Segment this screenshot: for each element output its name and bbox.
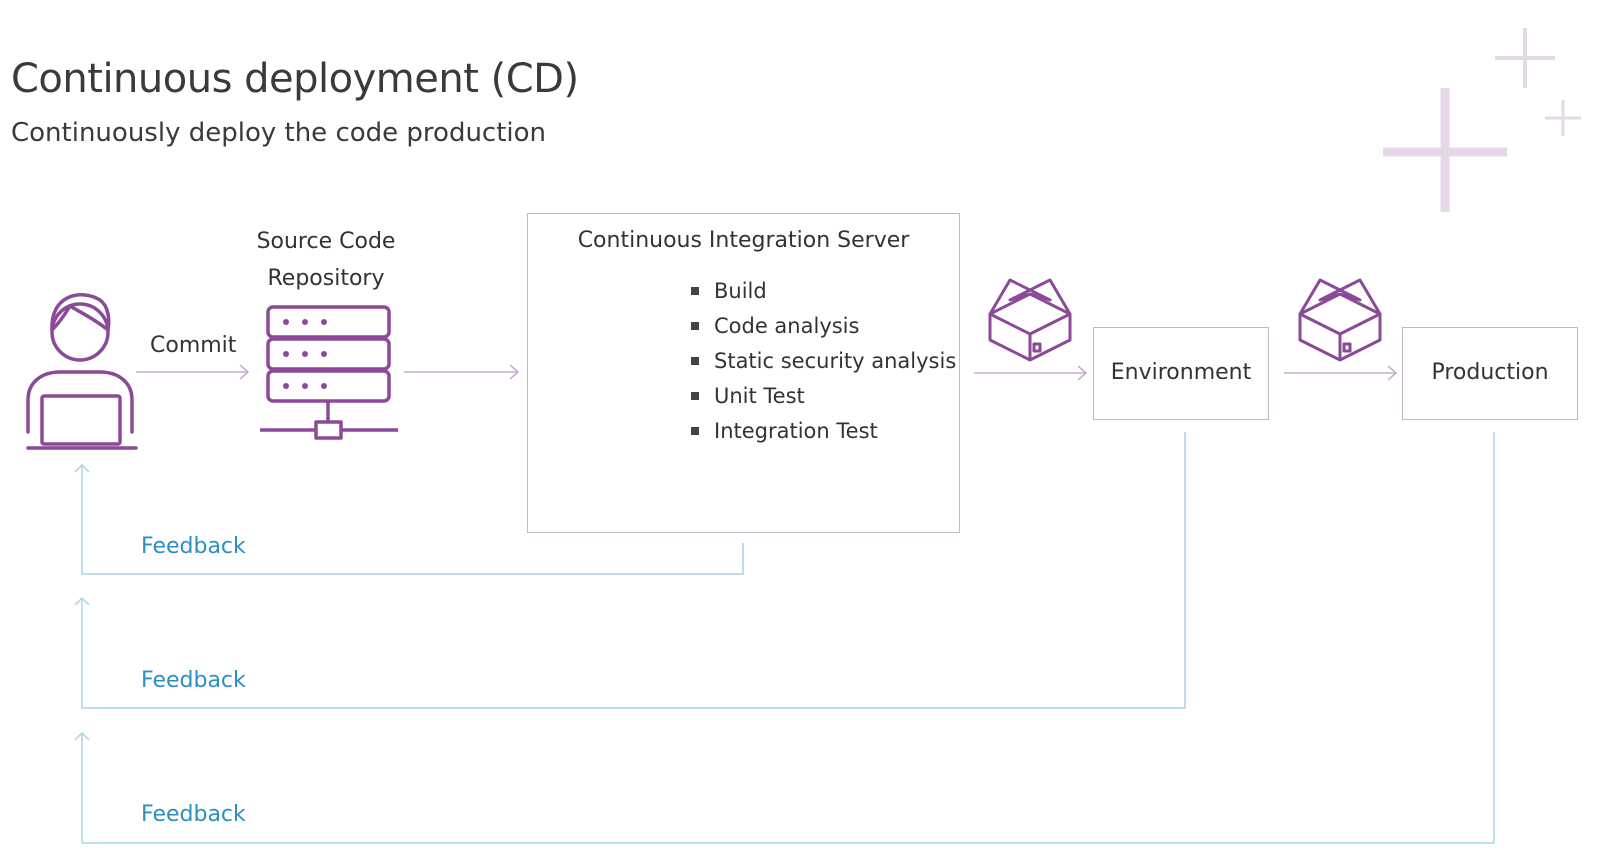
production-box: Production xyxy=(1402,327,1578,420)
bullet-icon xyxy=(691,287,699,295)
page-title: Continuous deployment (CD) xyxy=(11,56,579,102)
server-stack-icon xyxy=(260,305,398,440)
repository-label-line1: Source Code xyxy=(256,229,396,254)
package-box-icon xyxy=(988,278,1382,362)
server-indicator-dots xyxy=(283,319,327,389)
ci-steps-list: Build Code analysis Static security anal… xyxy=(688,276,956,451)
feedback-loops xyxy=(74,432,1495,844)
list-item: Build xyxy=(688,276,956,311)
developer-laptop-icon xyxy=(26,293,138,450)
environment-box: Environment xyxy=(1093,327,1269,420)
bullet-icon xyxy=(691,357,699,365)
environment-label: Environment xyxy=(1110,360,1252,385)
ci-server-box: Continuous Integration Server Build Code… xyxy=(527,213,960,533)
bullet-icon xyxy=(691,322,699,330)
plus-sign-decoration xyxy=(1383,28,1581,212)
list-item: Unit Test xyxy=(688,381,956,416)
list-item: Code analysis xyxy=(688,311,956,346)
feedback-label-ci: Feedback xyxy=(141,534,246,559)
feedback-label-production: Feedback xyxy=(141,802,246,827)
repository-label-line2: Repository xyxy=(267,266,385,291)
list-item: Integration Test xyxy=(688,416,956,451)
production-label: Production xyxy=(1431,360,1549,385)
bullet-icon xyxy=(691,392,699,400)
commit-label: Commit xyxy=(150,333,237,358)
feedback-label-environment: Feedback xyxy=(141,668,246,693)
forward-arrows xyxy=(136,364,1398,381)
list-item: Static security analysis xyxy=(688,346,956,381)
ci-server-title: Continuous Integration Server xyxy=(577,228,910,253)
page-subtitle: Continuously deploy the code production xyxy=(11,118,547,148)
bullet-icon xyxy=(691,427,699,435)
